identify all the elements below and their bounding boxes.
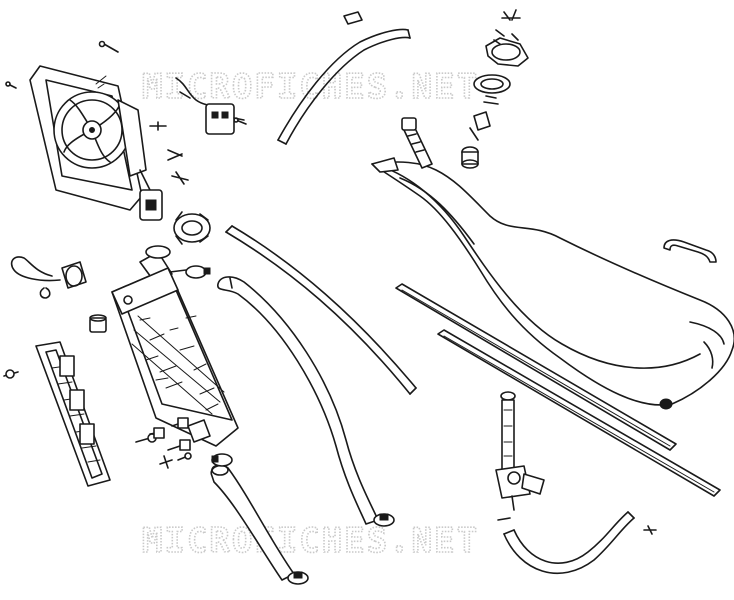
tank-handle (663, 239, 717, 263)
bolts (135, 417, 192, 469)
fuel-tap (495, 391, 545, 511)
temperature-sensor (10, 256, 87, 299)
radiator-grille (35, 341, 111, 487)
cooling-fan (29, 65, 163, 221)
coolant-hoses (210, 28, 417, 581)
watermark-bottom: MICROFICHES.NET (142, 521, 479, 561)
radiator-cap (173, 211, 211, 245)
fuel-line (497, 511, 657, 575)
bolts (3, 314, 107, 379)
tank-rubber-strips (395, 283, 721, 497)
hose-clamps (185, 11, 395, 585)
fuel-tank (371, 157, 734, 410)
fan-switch-connector (175, 77, 245, 135)
bolts (401, 117, 433, 169)
radiator (111, 245, 239, 447)
fuel-cap (461, 9, 529, 169)
watermark-top: MICROFICHES.NET (142, 67, 479, 107)
